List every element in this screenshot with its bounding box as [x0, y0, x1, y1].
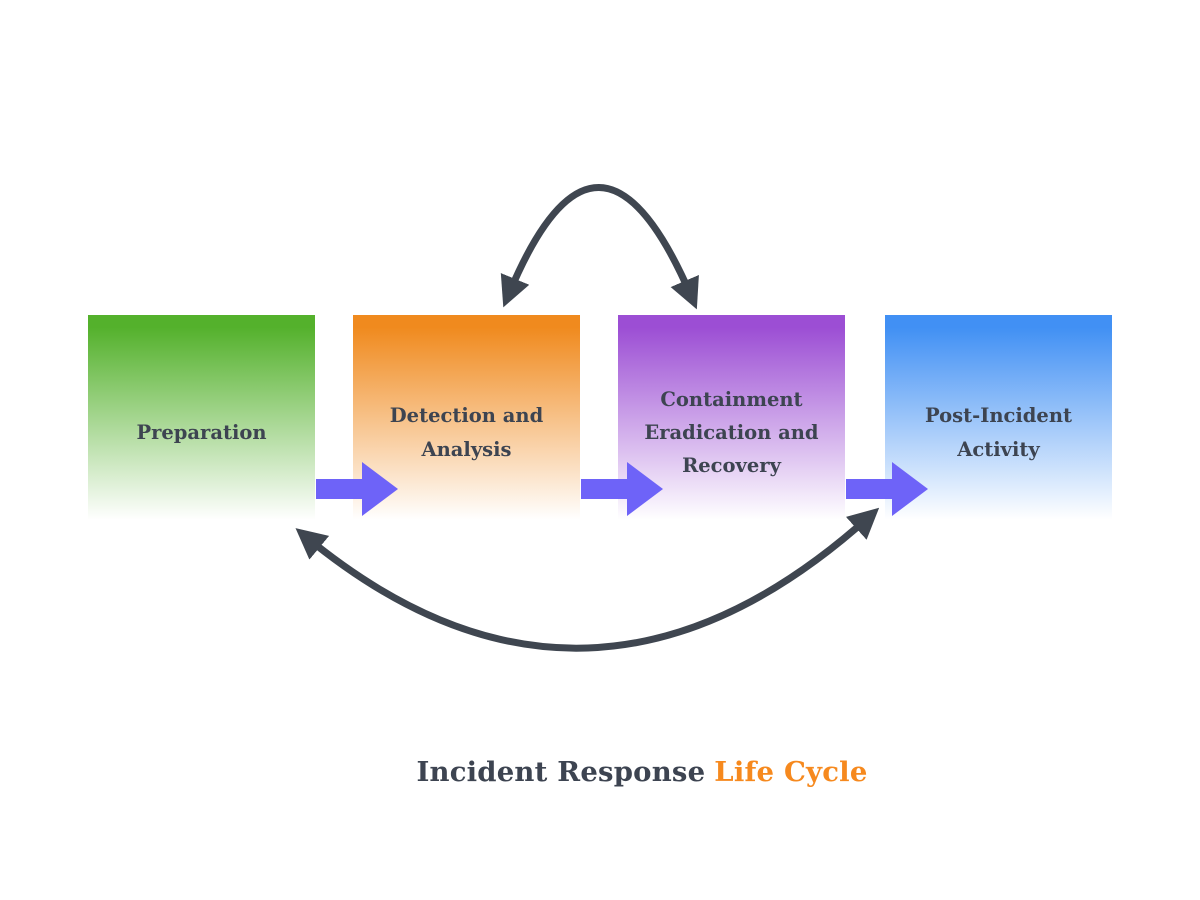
- post-incident-to-preparation-arrow: [295, 507, 880, 652]
- stage-label-preparation: Preparation: [136, 420, 267, 444]
- detection-containment-bidirectional-arrow: [500, 184, 699, 310]
- stage-label-containment-eradication-recovery: Containment Eradication and Recovery: [644, 387, 819, 478]
- stage-box-preparation: Preparation: [88, 315, 315, 520]
- flow-arrow-icon: [316, 462, 398, 516]
- flow-arrow-icon: [581, 462, 663, 516]
- stage-label-detection-analysis: Detection and Analysis: [389, 404, 544, 461]
- flow-arrow-icon: [846, 462, 928, 516]
- stage-label-post-incident-activity: Post-Incident Activity: [924, 404, 1073, 461]
- stage-box-post-incident-activity: Post-Incident Activity: [885, 315, 1112, 520]
- diagram-title-main: Incident Response: [416, 756, 706, 788]
- diagram-title-accent: Life Cycle: [714, 756, 868, 788]
